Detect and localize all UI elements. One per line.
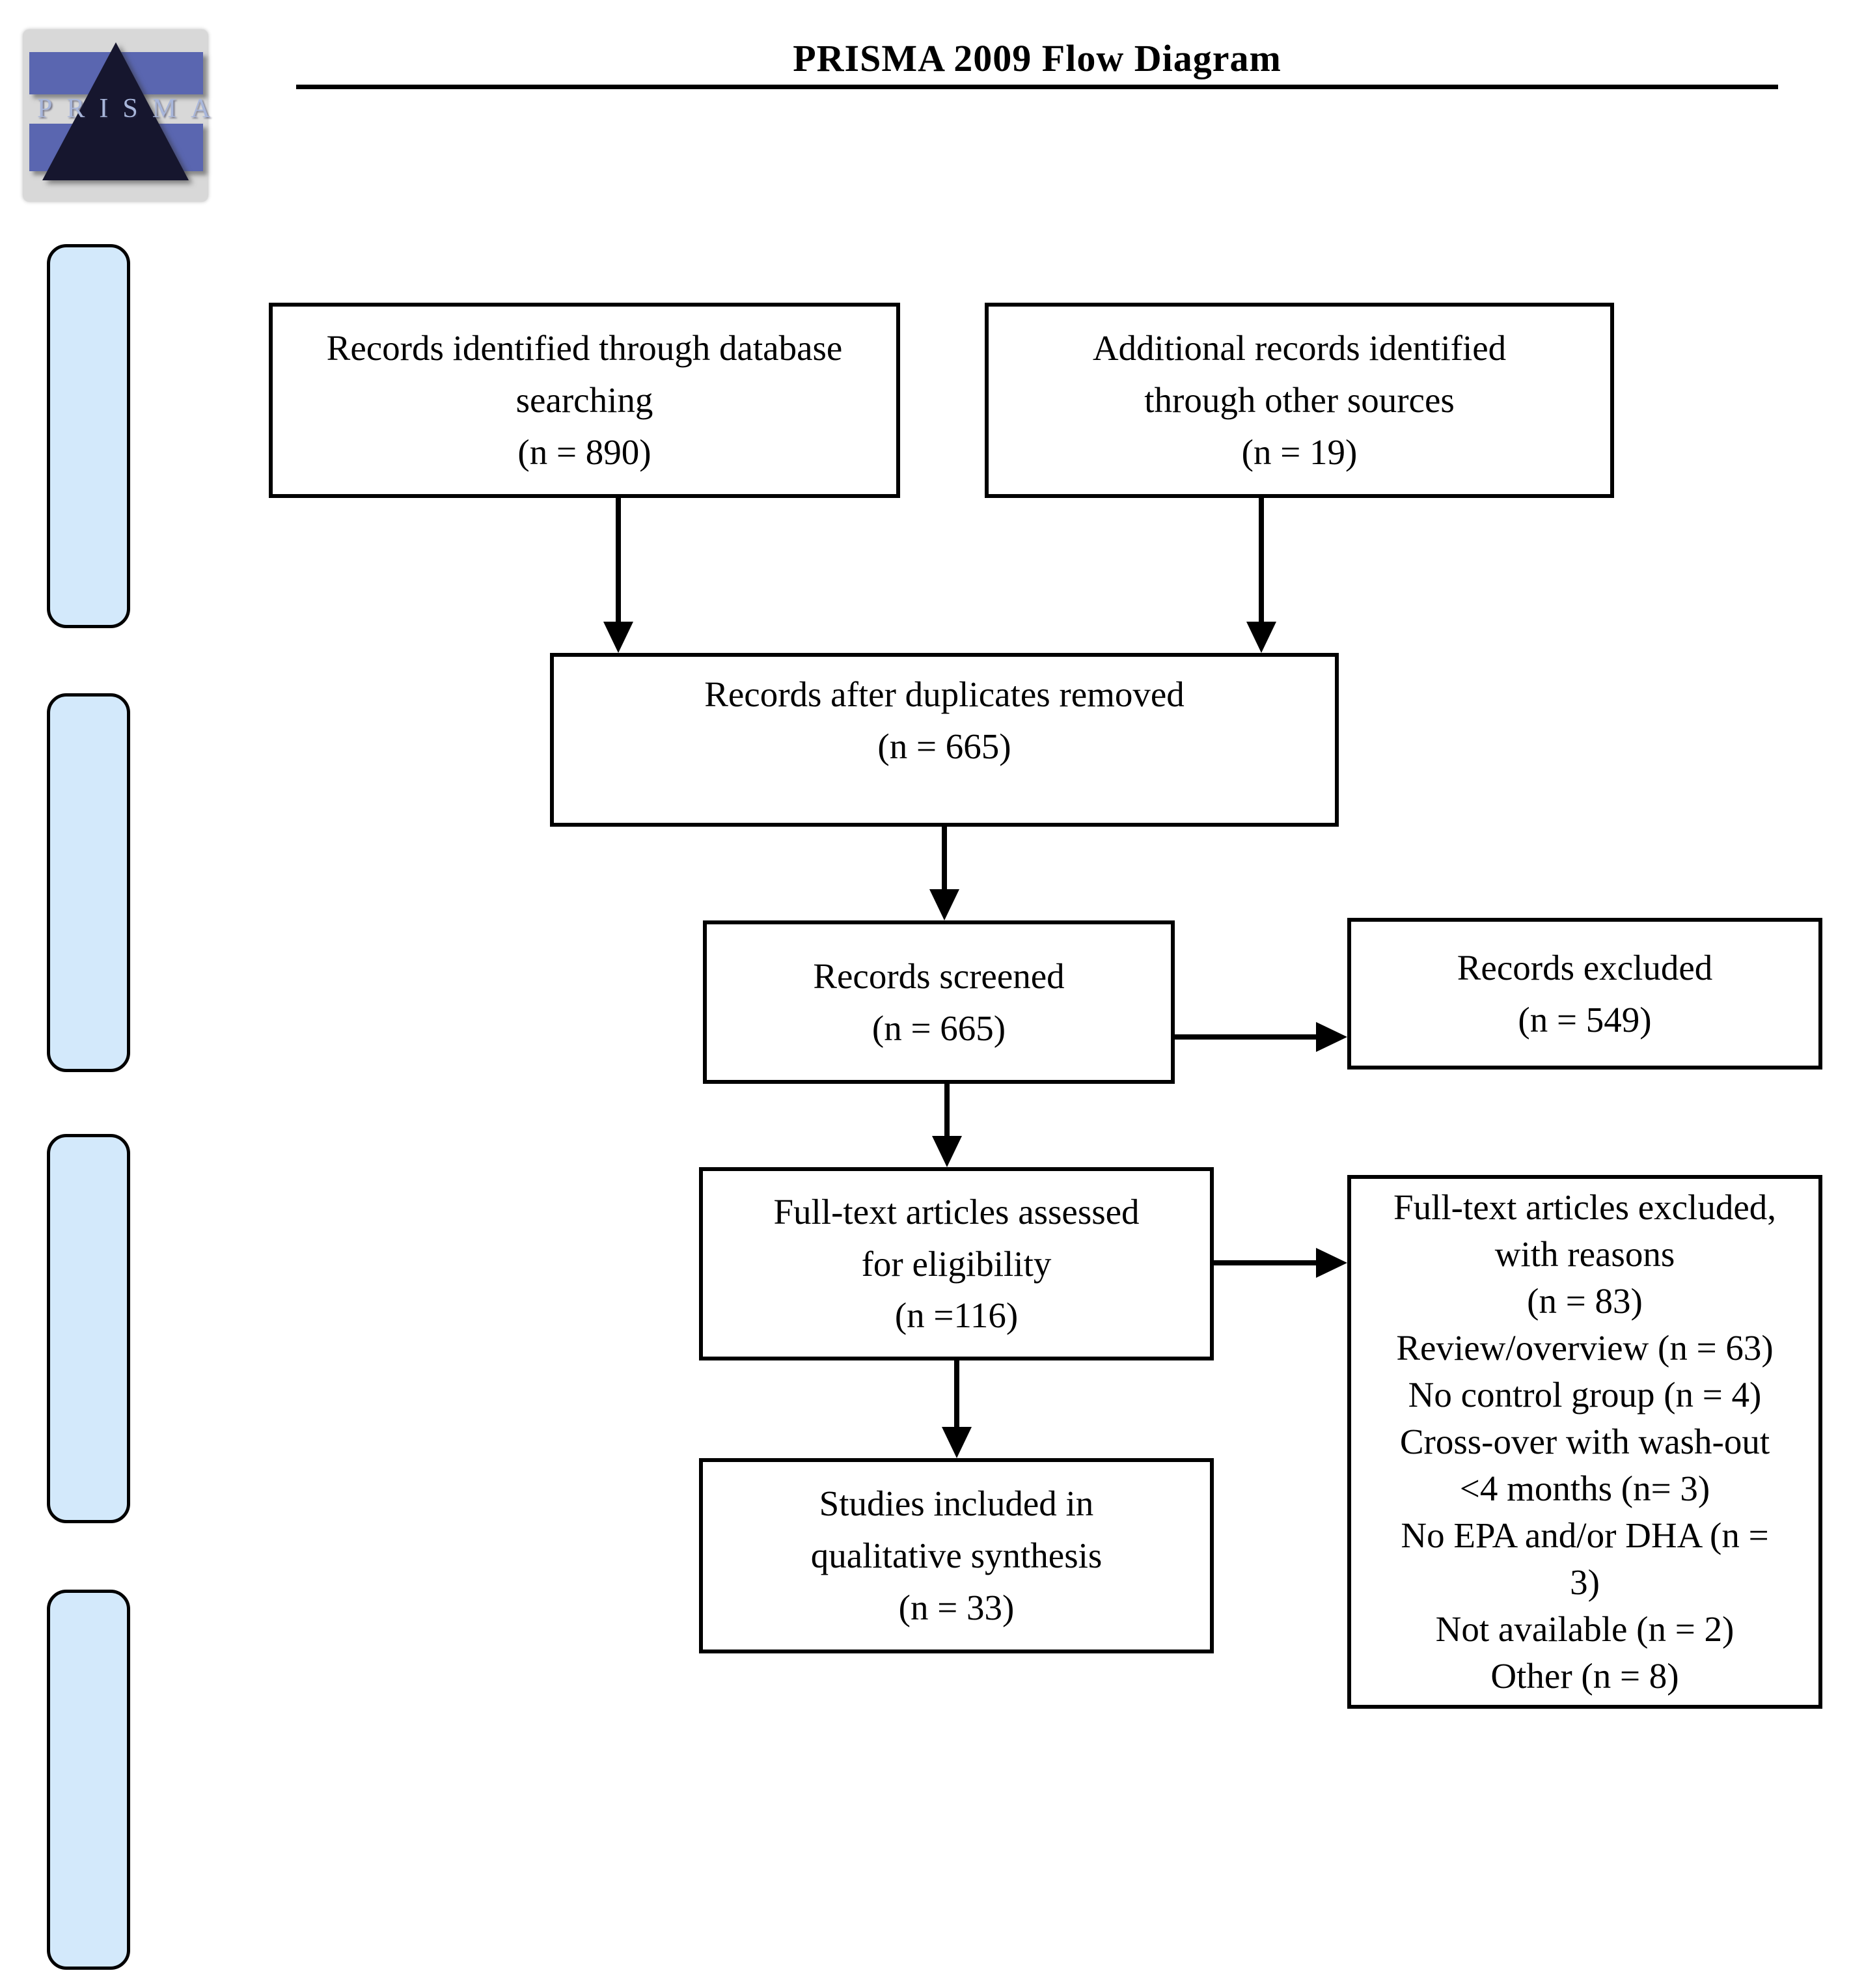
box-records-identified-text: Records identified through database sear… (326, 328, 843, 472)
box-records-identified: Records identified through database sear… (269, 303, 900, 498)
arrow-screened-to-excluded-head (1316, 1022, 1347, 1052)
box-records-screened-text: Records screened (n = 665) (813, 956, 1065, 1048)
page-title: PRISMA 2009 Flow Diagram (793, 37, 1282, 79)
arrow-fulltext-to-reasons-head (1316, 1248, 1347, 1278)
arrow-screened-to-fulltext-line (944, 1084, 950, 1137)
logo-triangle-icon (42, 42, 189, 180)
arrow-additional-to-dedup-line (1259, 498, 1264, 623)
arrow-fulltext-to-reasons-line (1214, 1260, 1317, 1265)
box-fulltext-excluded: Full-text articles excluded, with reason… (1347, 1175, 1822, 1709)
box-records-excluded: Records excluded (n = 549) (1347, 918, 1822, 1070)
arrow-additional-to-dedup-head (1246, 622, 1276, 653)
stage-bar-screening (47, 693, 130, 1072)
arrow-fulltext-to-included-head (942, 1427, 972, 1458)
logo-wordmark: PRISMA (37, 94, 225, 124)
stage-bar-identification (47, 244, 130, 628)
arrow-screened-to-excluded-line (1175, 1034, 1317, 1040)
box-fulltext-assessed-text: Full-text articles assessed for eligibil… (773, 1191, 1140, 1336)
arrow-dedup-to-screened-head (929, 889, 959, 920)
stage-bar-eligibility (47, 1134, 130, 1523)
box-studies-included-text: Studies included in qualitative synthesi… (810, 1484, 1103, 1627)
stage-bar-included (47, 1590, 130, 1970)
box-studies-included: Studies included in qualitative synthesi… (699, 1458, 1214, 1653)
box-records-screened: Records screened (n = 665) (703, 920, 1175, 1084)
box-additional-records: Additional records identified through ot… (985, 303, 1614, 498)
arrow-identified-to-dedup-head (603, 622, 633, 653)
box-records-excluded-text: Records excluded (n = 549) (1457, 947, 1713, 1040)
arrow-fulltext-to-included-line (954, 1360, 959, 1428)
box-duplicates-removed-text: Records after duplicates removed (n = 66… (704, 674, 1185, 766)
prisma-logo: PRISMA (23, 29, 225, 202)
title-underline (296, 85, 1778, 89)
box-additional-records-text: Additional records identified through ot… (1092, 328, 1507, 472)
box-duplicates-removed: Records after duplicates removed (n = 66… (550, 653, 1339, 827)
arrow-identified-to-dedup-line (616, 498, 621, 623)
arrow-screened-to-fulltext-head (932, 1136, 962, 1167)
box-fulltext-excluded-text: Full-text articles excluded, with reason… (1393, 1187, 1776, 1696)
box-fulltext-assessed: Full-text articles assessed for eligibil… (699, 1167, 1214, 1360)
arrow-dedup-to-screened-line (942, 827, 947, 890)
